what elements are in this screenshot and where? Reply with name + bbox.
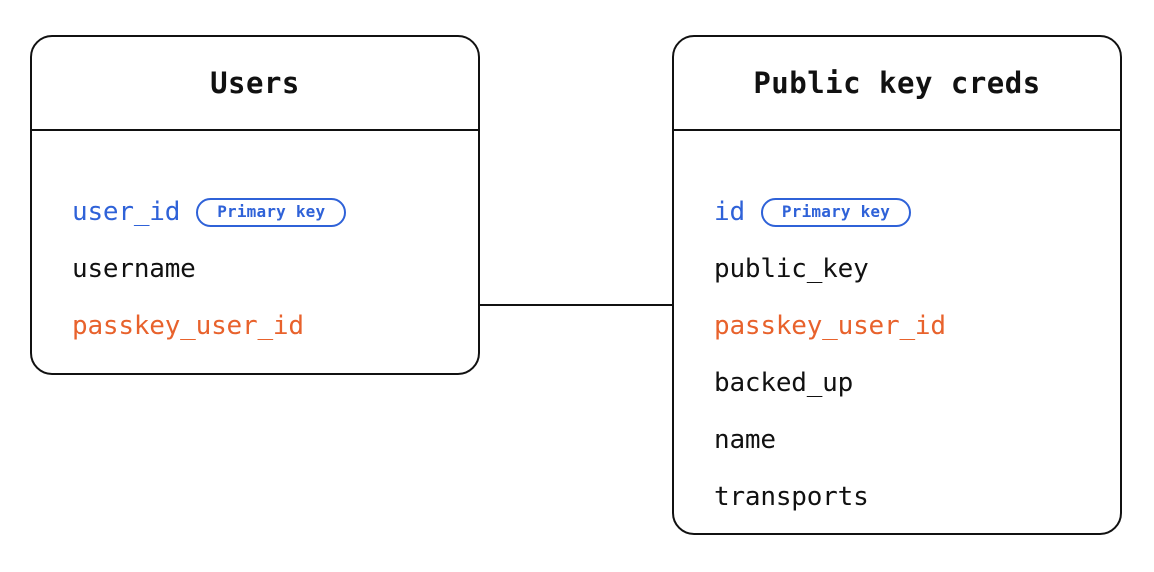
field-label-public-key: public_key xyxy=(714,254,869,284)
field-row-passkey-user-id[interactable]: passkey_user_id xyxy=(714,311,946,341)
field-row-username[interactable]: username xyxy=(72,254,196,284)
field-label-name: name xyxy=(714,425,776,455)
field-row-name[interactable]: name xyxy=(714,425,776,455)
field-label-passkey-user-id: passkey_user_id xyxy=(72,311,304,341)
field-label-transports: transports xyxy=(714,482,869,512)
entity-public-key-creds-header-divider xyxy=(674,129,1120,131)
field-label-username: username xyxy=(72,254,196,284)
entity-users-header-divider xyxy=(32,129,478,131)
field-label-id: id xyxy=(714,197,745,227)
primary-key-badge: Primary key xyxy=(760,197,912,227)
primary-key-badge-label: Primary key xyxy=(781,201,891,221)
field-row-backed-up[interactable]: backed_up xyxy=(714,368,853,398)
field-row-passkey-user-id[interactable]: passkey_user_id xyxy=(72,311,304,341)
entity-users-title: Users xyxy=(210,65,300,100)
primary-key-badge-label: Primary key xyxy=(217,201,326,221)
field-row-user-id[interactable]: user_id Primary key xyxy=(72,197,347,227)
entity-public-key-creds[interactable]: Public key creds id Primary key public_k… xyxy=(672,35,1122,535)
entity-public-key-creds-title: Public key creds xyxy=(753,65,1041,100)
relationship-connector-users-public-key-creds xyxy=(479,304,673,306)
entity-users[interactable]: Users user_id Primary key username passk… xyxy=(30,35,480,375)
field-row-id[interactable]: id Primary key xyxy=(714,197,912,227)
field-row-public-key[interactable]: public_key xyxy=(714,254,869,284)
entity-users-header: Users xyxy=(32,37,478,129)
field-label-user-id: user_id xyxy=(72,197,181,227)
primary-key-badge: Primary key xyxy=(196,197,347,227)
field-row-transports[interactable]: transports xyxy=(714,482,869,512)
field-label-passkey-user-id: passkey_user_id xyxy=(714,311,946,341)
field-label-backed-up: backed_up xyxy=(714,368,854,398)
entity-public-key-creds-header: Public key creds xyxy=(674,37,1120,129)
